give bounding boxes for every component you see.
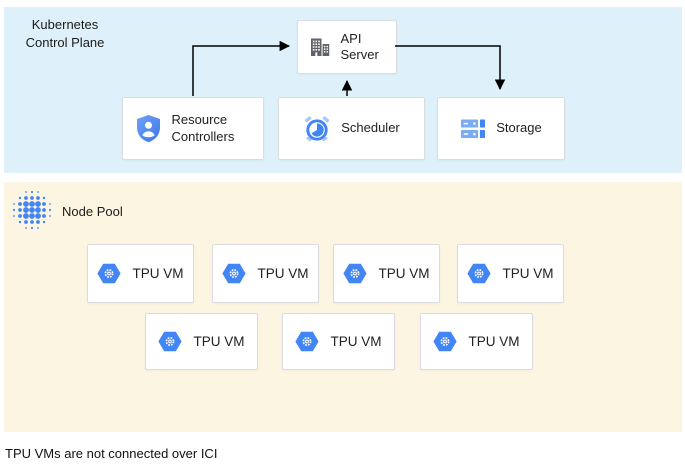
tpu-vm-node: TPU VM: [145, 313, 258, 370]
storage-disks-icon: [461, 119, 486, 138]
tpu-vm-node: TPU VM: [212, 244, 319, 303]
tpu-hexagon-icon: [97, 263, 122, 284]
api-server-label: API Server: [340, 30, 379, 62]
tpu-vm-node: TPU VM: [420, 313, 533, 370]
tpu-hexagon-icon: [295, 331, 320, 352]
tpu-hexagon-icon: [158, 331, 183, 352]
node-pool-dots-icon: [12, 190, 52, 230]
tpu-hexagon-icon: [222, 263, 247, 284]
scheduler-label: Scheduler: [341, 120, 400, 136]
tpu-vm-label: TPU VM: [193, 334, 245, 349]
tpu-vm-label: TPU VM: [502, 266, 554, 281]
tpu-vm-node: TPU VM: [457, 244, 564, 303]
diagram-caption: TPU VMs are not connected over ICI: [5, 446, 218, 461]
node-pool-label: Node Pool: [62, 204, 123, 219]
shield-user-icon: [136, 115, 160, 143]
storage-node: Storage: [437, 97, 565, 160]
tpu-vm-label: TPU VM: [468, 334, 520, 349]
resource-controllers-node: Resource Controllers: [122, 97, 264, 160]
tpu-vm-label: TPU VM: [257, 266, 309, 281]
scheduler-node: Scheduler: [278, 97, 425, 160]
tpu-hexagon-icon: [467, 263, 492, 284]
tpu-vm-node: TPU VM: [282, 313, 395, 370]
control-plane-panel: Kubernetes Control Plane API Server: [4, 7, 682, 173]
tpu-hexagon-icon: [343, 263, 368, 284]
node-pool-panel: Node Pool TPU VM TPU VM TPU VM TPU: [4, 182, 682, 432]
building-icon: [310, 38, 329, 56]
tpu-vm-node: TPU VM: [333, 244, 440, 303]
tpu-vm-label: TPU VM: [378, 266, 430, 281]
api-server-node: API Server: [297, 20, 397, 74]
tpu-vm-label: TPU VM: [330, 334, 382, 349]
control-plane-label: Kubernetes Control Plane: [25, 17, 105, 51]
alarm-clock-icon: [305, 115, 330, 141]
storage-label: Storage: [496, 120, 542, 136]
tpu-vm-node: TPU VM: [87, 244, 194, 303]
tpu-hexagon-icon: [433, 331, 458, 352]
tpu-vm-label: TPU VM: [132, 266, 184, 281]
resource-controllers-label: Resource Controllers: [171, 112, 235, 144]
